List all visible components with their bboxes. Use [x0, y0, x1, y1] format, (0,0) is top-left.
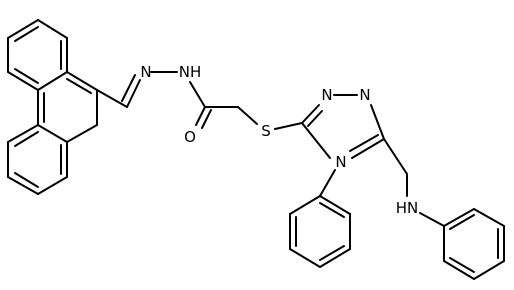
bond [195, 106, 206, 126]
atom-label-n-triazole-1: N [321, 86, 332, 104]
bond [443, 260, 475, 280]
bond [14, 131, 39, 147]
bond [289, 195, 321, 215]
bond [7, 19, 39, 39]
bond [274, 122, 303, 130]
bond [66, 78, 92, 94]
bond [7, 71, 39, 91]
anilinomethyl-group [383, 138, 505, 280]
bond [449, 257, 475, 273]
bond [189, 81, 206, 108]
bond [121, 74, 136, 102]
atom-label-n-triazole-4: N [335, 153, 346, 171]
atom-label-nh-aniline: HN [396, 199, 419, 217]
bond [307, 110, 323, 127]
atom-label-s-thioether: S [261, 122, 271, 140]
anthracene-ring-system [7, 19, 98, 195]
triazole-ring [301, 94, 385, 159]
bond [473, 260, 505, 280]
n-phenyl-ring [289, 169, 351, 268]
bond [301, 104, 320, 124]
bond [7, 176, 39, 195]
bond [7, 124, 39, 143]
bond [319, 169, 336, 197]
bond [37, 176, 68, 195]
bond [383, 138, 408, 175]
atom-label-o-carbonyl: O [184, 128, 196, 146]
bond [126, 79, 141, 108]
bond [96, 89, 128, 108]
bond [37, 124, 68, 143]
bond [443, 208, 475, 227]
atom-label-nh-amide: NH [179, 63, 202, 81]
bond [319, 245, 345, 261]
bond [473, 208, 505, 227]
bond [14, 172, 39, 188]
bond [37, 19, 68, 39]
bond [319, 202, 345, 218]
bond [14, 26, 39, 42]
bond [37, 71, 68, 91]
bond [66, 71, 98, 91]
hydrazone-linker [96, 71, 303, 130]
bond [237, 106, 258, 125]
bond [419, 212, 445, 227]
bond [14, 68, 39, 84]
bond [449, 214, 475, 230]
bond [66, 124, 98, 143]
atom-labels: N NH O S N N N HN [140, 63, 418, 217]
bond [351, 138, 385, 159]
bond [349, 134, 379, 152]
bond [370, 104, 385, 140]
bond [301, 122, 331, 159]
bond [201, 109, 212, 129]
bond [319, 195, 351, 215]
bond [319, 248, 351, 268]
atom-label-n-triazole-2: N [359, 86, 370, 104]
bond [289, 248, 321, 268]
atom-label-n-imine: N [140, 63, 151, 81]
